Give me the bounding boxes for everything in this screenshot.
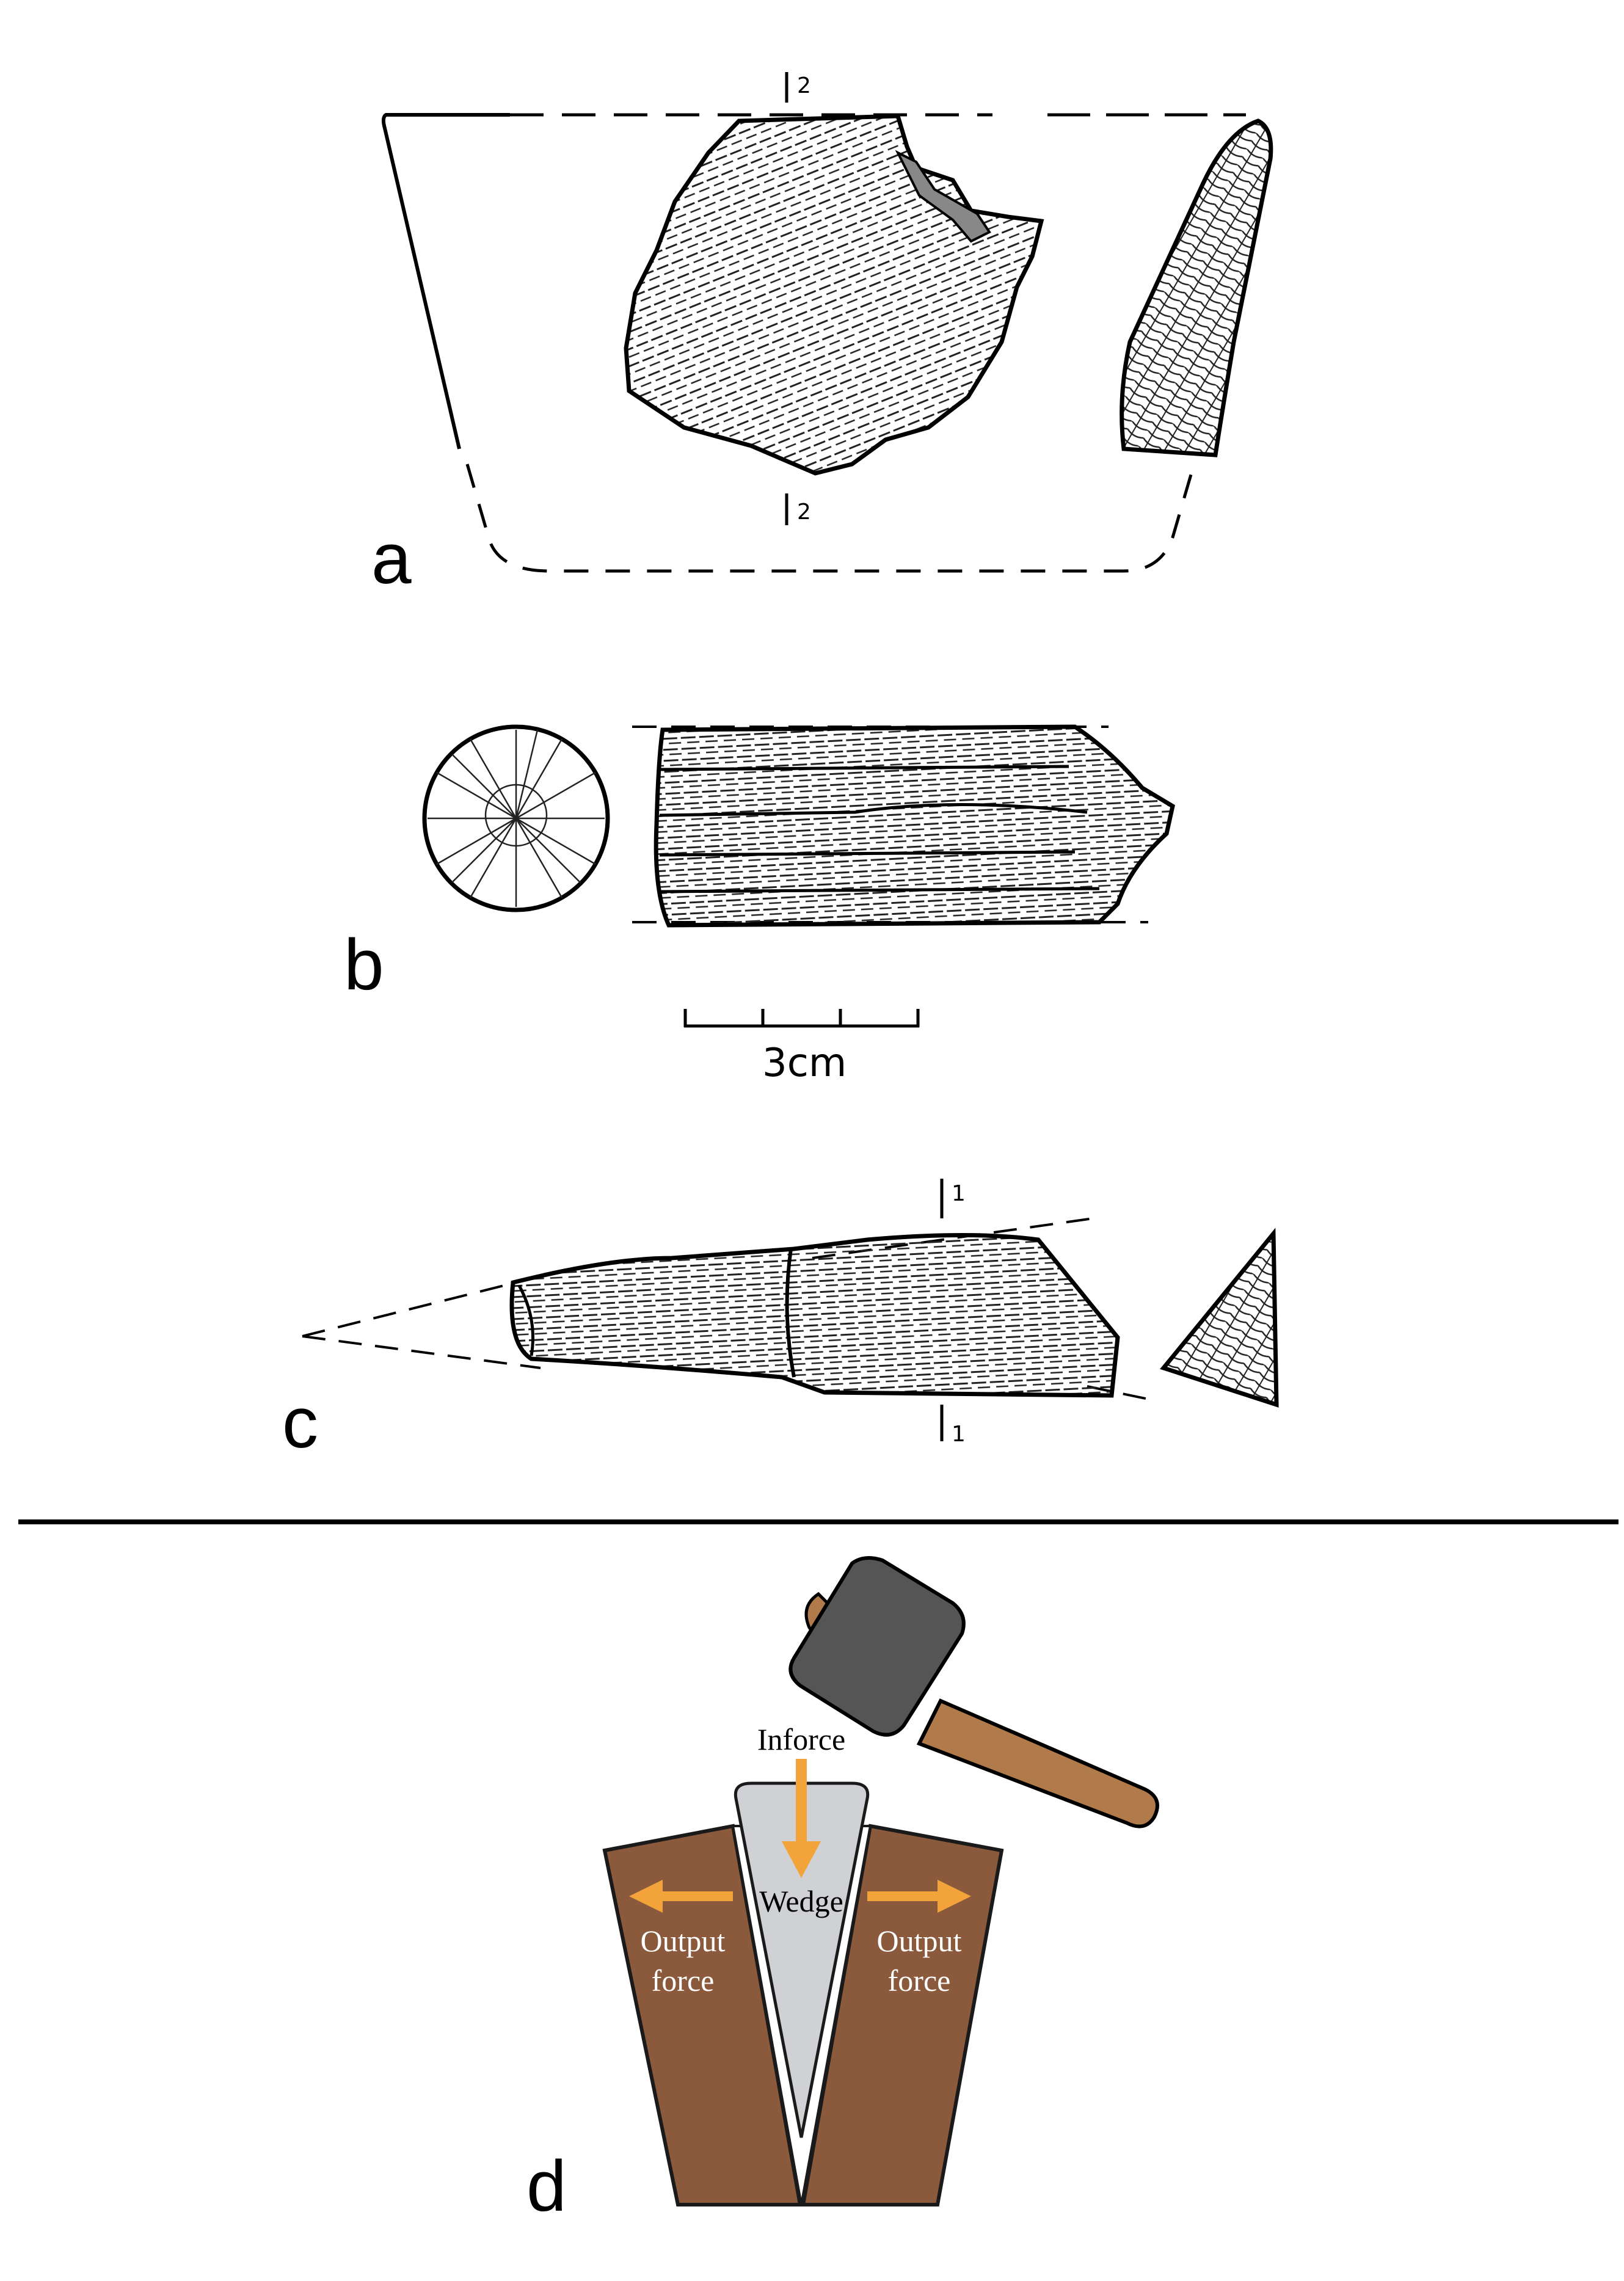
section-mark-top: 2 [797,73,811,98]
panel-c: 1 1 c [282,1179,1279,1463]
panel-label-b: b [344,925,384,1005]
hammer-head [788,1556,966,1737]
scale-label: 3cm [762,1041,847,1086]
wood-piece-side [509,1233,1120,1398]
label-output-left-2: force [652,1963,715,1998]
cross-section-rays [428,729,605,907]
label-inforce: Inforce [757,1722,845,1756]
wedge-shape [734,1781,870,2138]
hammer-icon [788,1556,1159,1828]
inforce-arrow-icon [782,1759,821,1878]
section-mark-bottom: 2 [797,500,811,525]
panel-label-c: c [282,1383,318,1463]
log-side-view [654,724,1175,928]
fragment-profile [1120,118,1273,457]
section-mark-c-bottom: 1 [952,1422,966,1447]
panel-a: 2 2 a [371,72,1273,599]
panel-b: 3cm b [344,724,1175,1086]
fragment-face [624,114,1044,476]
scale-bar: 3cm [683,1009,920,1086]
section-mark-c-top: 1 [952,1181,966,1206]
panel-label-a: a [371,518,412,599]
output-arrow-right-icon [867,1880,971,1913]
label-output-right-1: Output [877,1924,962,1958]
fragment-broken-edge [895,150,991,243]
panel-label-d: d [526,2146,567,2227]
hammer-handle [916,1698,1159,1828]
label-wedge: Wedge [759,1884,843,1918]
cone-dashed-lines [302,1217,1152,1401]
label-output-right-2: force [888,1963,951,1998]
wood-cross-section [1160,1228,1279,1408]
label-output-left-1: Output [641,1924,726,1958]
panel-d: Inforce Wedge Output force Output force … [526,1556,1159,2227]
vessel-profile-base-dashed [465,464,1196,573]
output-arrow-left-icon [629,1880,733,1913]
vessel-profile-solid [381,113,510,449]
